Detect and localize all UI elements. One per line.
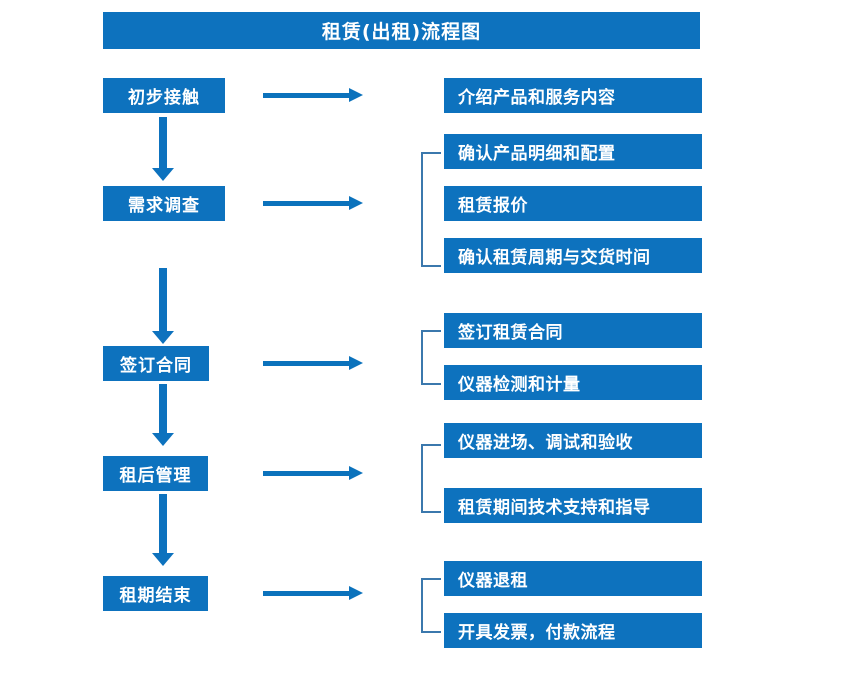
arrow-head (152, 168, 174, 181)
arrow-head (349, 196, 363, 210)
arrow-head (152, 553, 174, 566)
bracket-icon-3 (421, 330, 441, 385)
bracket-icon-5 (421, 578, 441, 633)
arrow-stem (159, 117, 167, 168)
arrow-head (152, 433, 174, 446)
bracket-icon-4 (421, 444, 441, 513)
arrow-stem (263, 93, 351, 98)
stage-box-1[interactable]: 初步接触 (103, 78, 225, 113)
down-arrow-icon-4 (152, 494, 174, 566)
arrow-stem (159, 268, 167, 331)
right-arrow-icon-5 (263, 586, 363, 600)
right-arrow-icon-2 (263, 196, 363, 210)
detail-box-2-1[interactable]: 确认产品明细和配置 (444, 134, 702, 169)
stage-box-5[interactable]: 租期结束 (103, 576, 208, 611)
flowchart-title: 租赁(出租)流程图 (103, 12, 700, 49)
detail-box-3-2[interactable]: 仪器检测和计量 (444, 365, 702, 400)
detail-box-5-1[interactable]: 仪器退租 (444, 561, 702, 596)
arrow-head (349, 88, 363, 102)
arrow-stem (263, 201, 351, 206)
right-arrow-icon-4 (263, 466, 363, 480)
arrow-stem (263, 361, 351, 366)
detail-box-5-2[interactable]: 开具发票，付款流程 (444, 613, 702, 648)
arrow-stem (263, 591, 351, 596)
arrow-head (349, 356, 363, 370)
right-arrow-icon-3 (263, 356, 363, 370)
right-arrow-icon-1 (263, 88, 363, 102)
detail-box-2-2[interactable]: 租赁报价 (444, 186, 702, 221)
detail-box-2-3[interactable]: 确认租赁周期与交货时间 (444, 238, 702, 273)
detail-box-4-2[interactable]: 租赁期间技术支持和指导 (444, 488, 702, 523)
arrow-head (349, 466, 363, 480)
detail-box-3-1[interactable]: 签订租赁合同 (444, 313, 702, 348)
down-arrow-icon-2 (152, 268, 174, 344)
down-arrow-icon-3 (152, 384, 174, 446)
stage-box-4[interactable]: 租后管理 (103, 456, 208, 491)
detail-box-4-1[interactable]: 仪器进场、调试和验收 (444, 423, 702, 458)
arrow-stem (263, 471, 351, 476)
stage-box-2[interactable]: 需求调查 (103, 186, 225, 221)
arrow-head (152, 331, 174, 344)
down-arrow-icon-1 (152, 117, 174, 181)
arrow-stem (159, 384, 167, 433)
detail-box-1-1[interactable]: 介绍产品和服务内容 (444, 78, 702, 113)
arrow-stem (159, 494, 167, 553)
arrow-head (349, 586, 363, 600)
stage-box-3[interactable]: 签订合同 (103, 346, 209, 381)
bracket-icon-2 (421, 152, 441, 267)
